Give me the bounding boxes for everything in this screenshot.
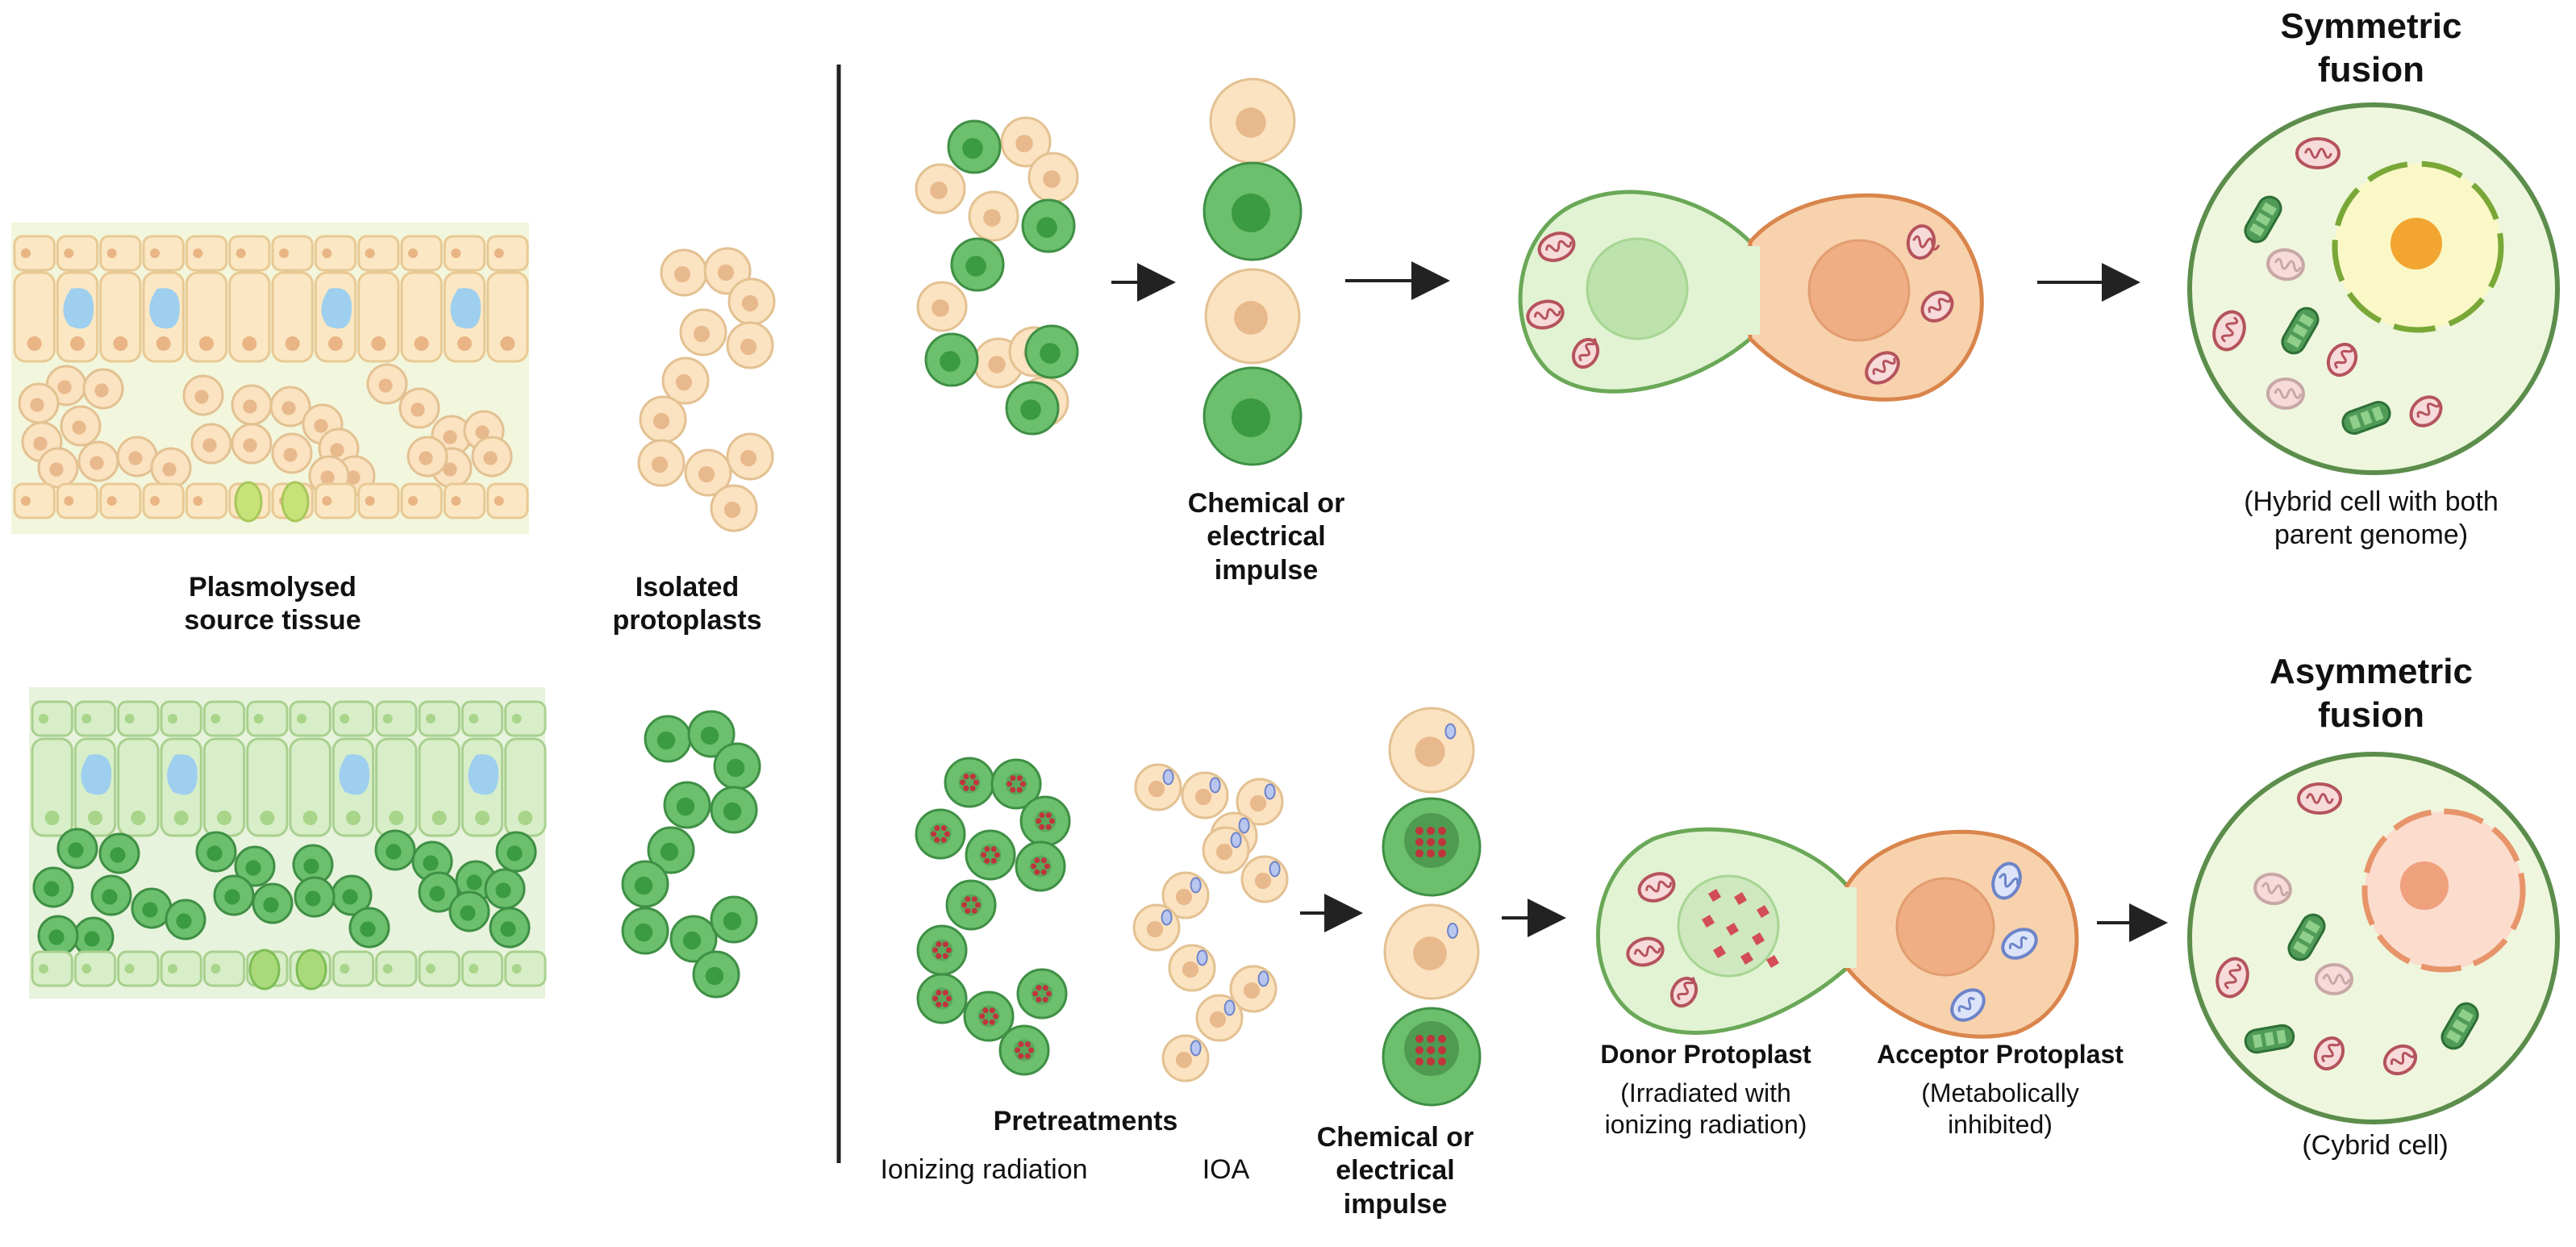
fusing-cells-top [1518, 190, 1984, 402]
vacuole-icon [450, 288, 481, 329]
mitochondrion-icon [1906, 224, 1940, 260]
mitochondrion-icon [1526, 299, 1565, 330]
tissue-green [29, 687, 547, 999]
vacuole-icon [63, 288, 94, 329]
title-symmetric-fusion: Symmetric fusion [2280, 6, 2462, 90]
label-ionizing-radiation: Ionizing radiation [880, 1154, 1088, 1185]
protoplast-mixture-top [915, 116, 1079, 436]
tissue-beige [11, 223, 529, 534]
protoplast-chain-top [1203, 77, 1303, 466]
mitochondrion-icon [2001, 928, 2038, 960]
chloroplast-icon [2244, 195, 2282, 244]
mitochondrion-icon [1950, 988, 1986, 1022]
mitochondrion-icon [1920, 290, 1954, 323]
mitochondrion-icon [2215, 957, 2249, 999]
mitochondrion-icon [1991, 861, 2022, 900]
chloroplast-icon [2341, 401, 2391, 435]
mitochondrion-icon [2266, 377, 2305, 410]
vacuole-icon [468, 754, 499, 795]
label-donor-protoplast: Donor Protoplast [1600, 1040, 1811, 1069]
vacuole-icon [167, 754, 198, 795]
mitochondrion-icon [2409, 395, 2443, 427]
mitochondrion-icon [1571, 337, 1600, 369]
mitochondrion-icon [2266, 248, 2305, 282]
caption-hybrid-cell: (Hybrid cell with both parent genome) [2244, 486, 2499, 551]
vacuole-icon [81, 754, 112, 795]
vacuole-icon [339, 754, 370, 795]
mitochondrion-icon [1537, 231, 1576, 262]
chloroplast-icon [2287, 913, 2326, 961]
mitochondrion-icon [2382, 1044, 2418, 1076]
label-acceptor-protoplast: Acceptor Protoplast [1877, 1040, 2124, 1069]
chloroplast-icon [2244, 1024, 2295, 1054]
label-ioa: IOA [1202, 1154, 1250, 1185]
mitochondrion-icon [2315, 963, 2353, 995]
nucleus-icon [2400, 861, 2449, 910]
nucleus-icon [2391, 218, 2442, 269]
mitochondrion-icon [1626, 936, 1665, 967]
caption-donor: (Irradiated with ionizing radiation) [1604, 1078, 1807, 1140]
mitochondrion-icon [2297, 782, 2342, 815]
mitochondrion-icon [2313, 1036, 2345, 1071]
chloroplast-icon [2441, 1002, 2479, 1050]
mitochondrion-icon [2253, 872, 2292, 906]
label-isolated-protoplasts: Isolated protoplasts [612, 572, 762, 636]
mitochondrion-icon [1865, 351, 1900, 385]
mitochondrion-icon [2295, 137, 2340, 169]
chloroplast-icon [2281, 307, 2320, 355]
vacuole-icon [149, 288, 180, 329]
cybrid-cell [2187, 752, 2560, 1124]
label-chemical-impulse-bottom: Chemical or electrical impulse [1316, 1122, 1474, 1220]
caption-cybrid-cell: (Cybrid cell) [2302, 1130, 2449, 1161]
isolated-protoplasts-beige [637, 247, 776, 532]
donor-protoplasts-pretreated [915, 757, 1071, 1076]
label-plasmolysed-source-tissue: Plasmolysed source tissue [184, 572, 361, 636]
protoplast-chain-bottom [1382, 707, 1482, 1107]
vacuole-icon [321, 288, 352, 329]
mitochondrion-icon [1669, 976, 1699, 1008]
mitochondrion-icon [2212, 310, 2246, 352]
fusing-cells-bottom [1595, 827, 2079, 1039]
label-pretreatments: Pretreatments [993, 1106, 1178, 1136]
isolated-protoplasts-green [621, 710, 761, 999]
mitochondrion-icon [1637, 872, 1676, 903]
title-asymmetric-fusion: Asymmetric fusion [2270, 652, 2473, 735]
acceptor-protoplasts-pretreated [1132, 763, 1289, 1082]
caption-acceptor: (Metabolically inhibited) [1921, 1078, 2079, 1140]
label-chemical-impulse-top: Chemical or electrical impulse [1187, 488, 1345, 586]
mitochondrion-icon [2326, 342, 2358, 377]
hybrid-cell [2187, 102, 2560, 475]
